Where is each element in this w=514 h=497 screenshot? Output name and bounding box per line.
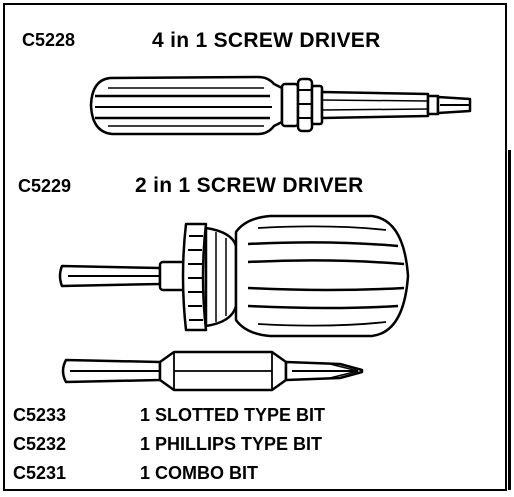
bit-name-combo: 1 COMBO BIT bbox=[140, 463, 259, 483]
frame-edge bbox=[508, 150, 511, 490]
bit-code-c5233: C5233 bbox=[13, 405, 67, 425]
catalog-frame bbox=[3, 3, 507, 491]
bit-code-c5232: C5232 bbox=[13, 434, 67, 454]
bit-name-phillips: 1 PHILLIPS TYPE BIT bbox=[140, 434, 323, 454]
bit-code-c5231: C5231 bbox=[13, 463, 67, 483]
2-in-1-screwdriver-illustration bbox=[58, 214, 410, 338]
product-code-c5229: C5229 bbox=[18, 176, 72, 196]
product-title-4-in-1: 4 in 1 SCREW DRIVER bbox=[152, 29, 381, 52]
4-in-1-screwdriver-illustration bbox=[89, 75, 472, 136]
product-title-2-in-1: 2 in 1 SCREW DRIVER bbox=[135, 174, 364, 197]
product-code-c5228: C5228 bbox=[22, 30, 76, 50]
bit-name-slotted: 1 SLOTTED TYPE BIT bbox=[140, 405, 326, 425]
double-ended-bit-illustration bbox=[61, 350, 364, 392]
